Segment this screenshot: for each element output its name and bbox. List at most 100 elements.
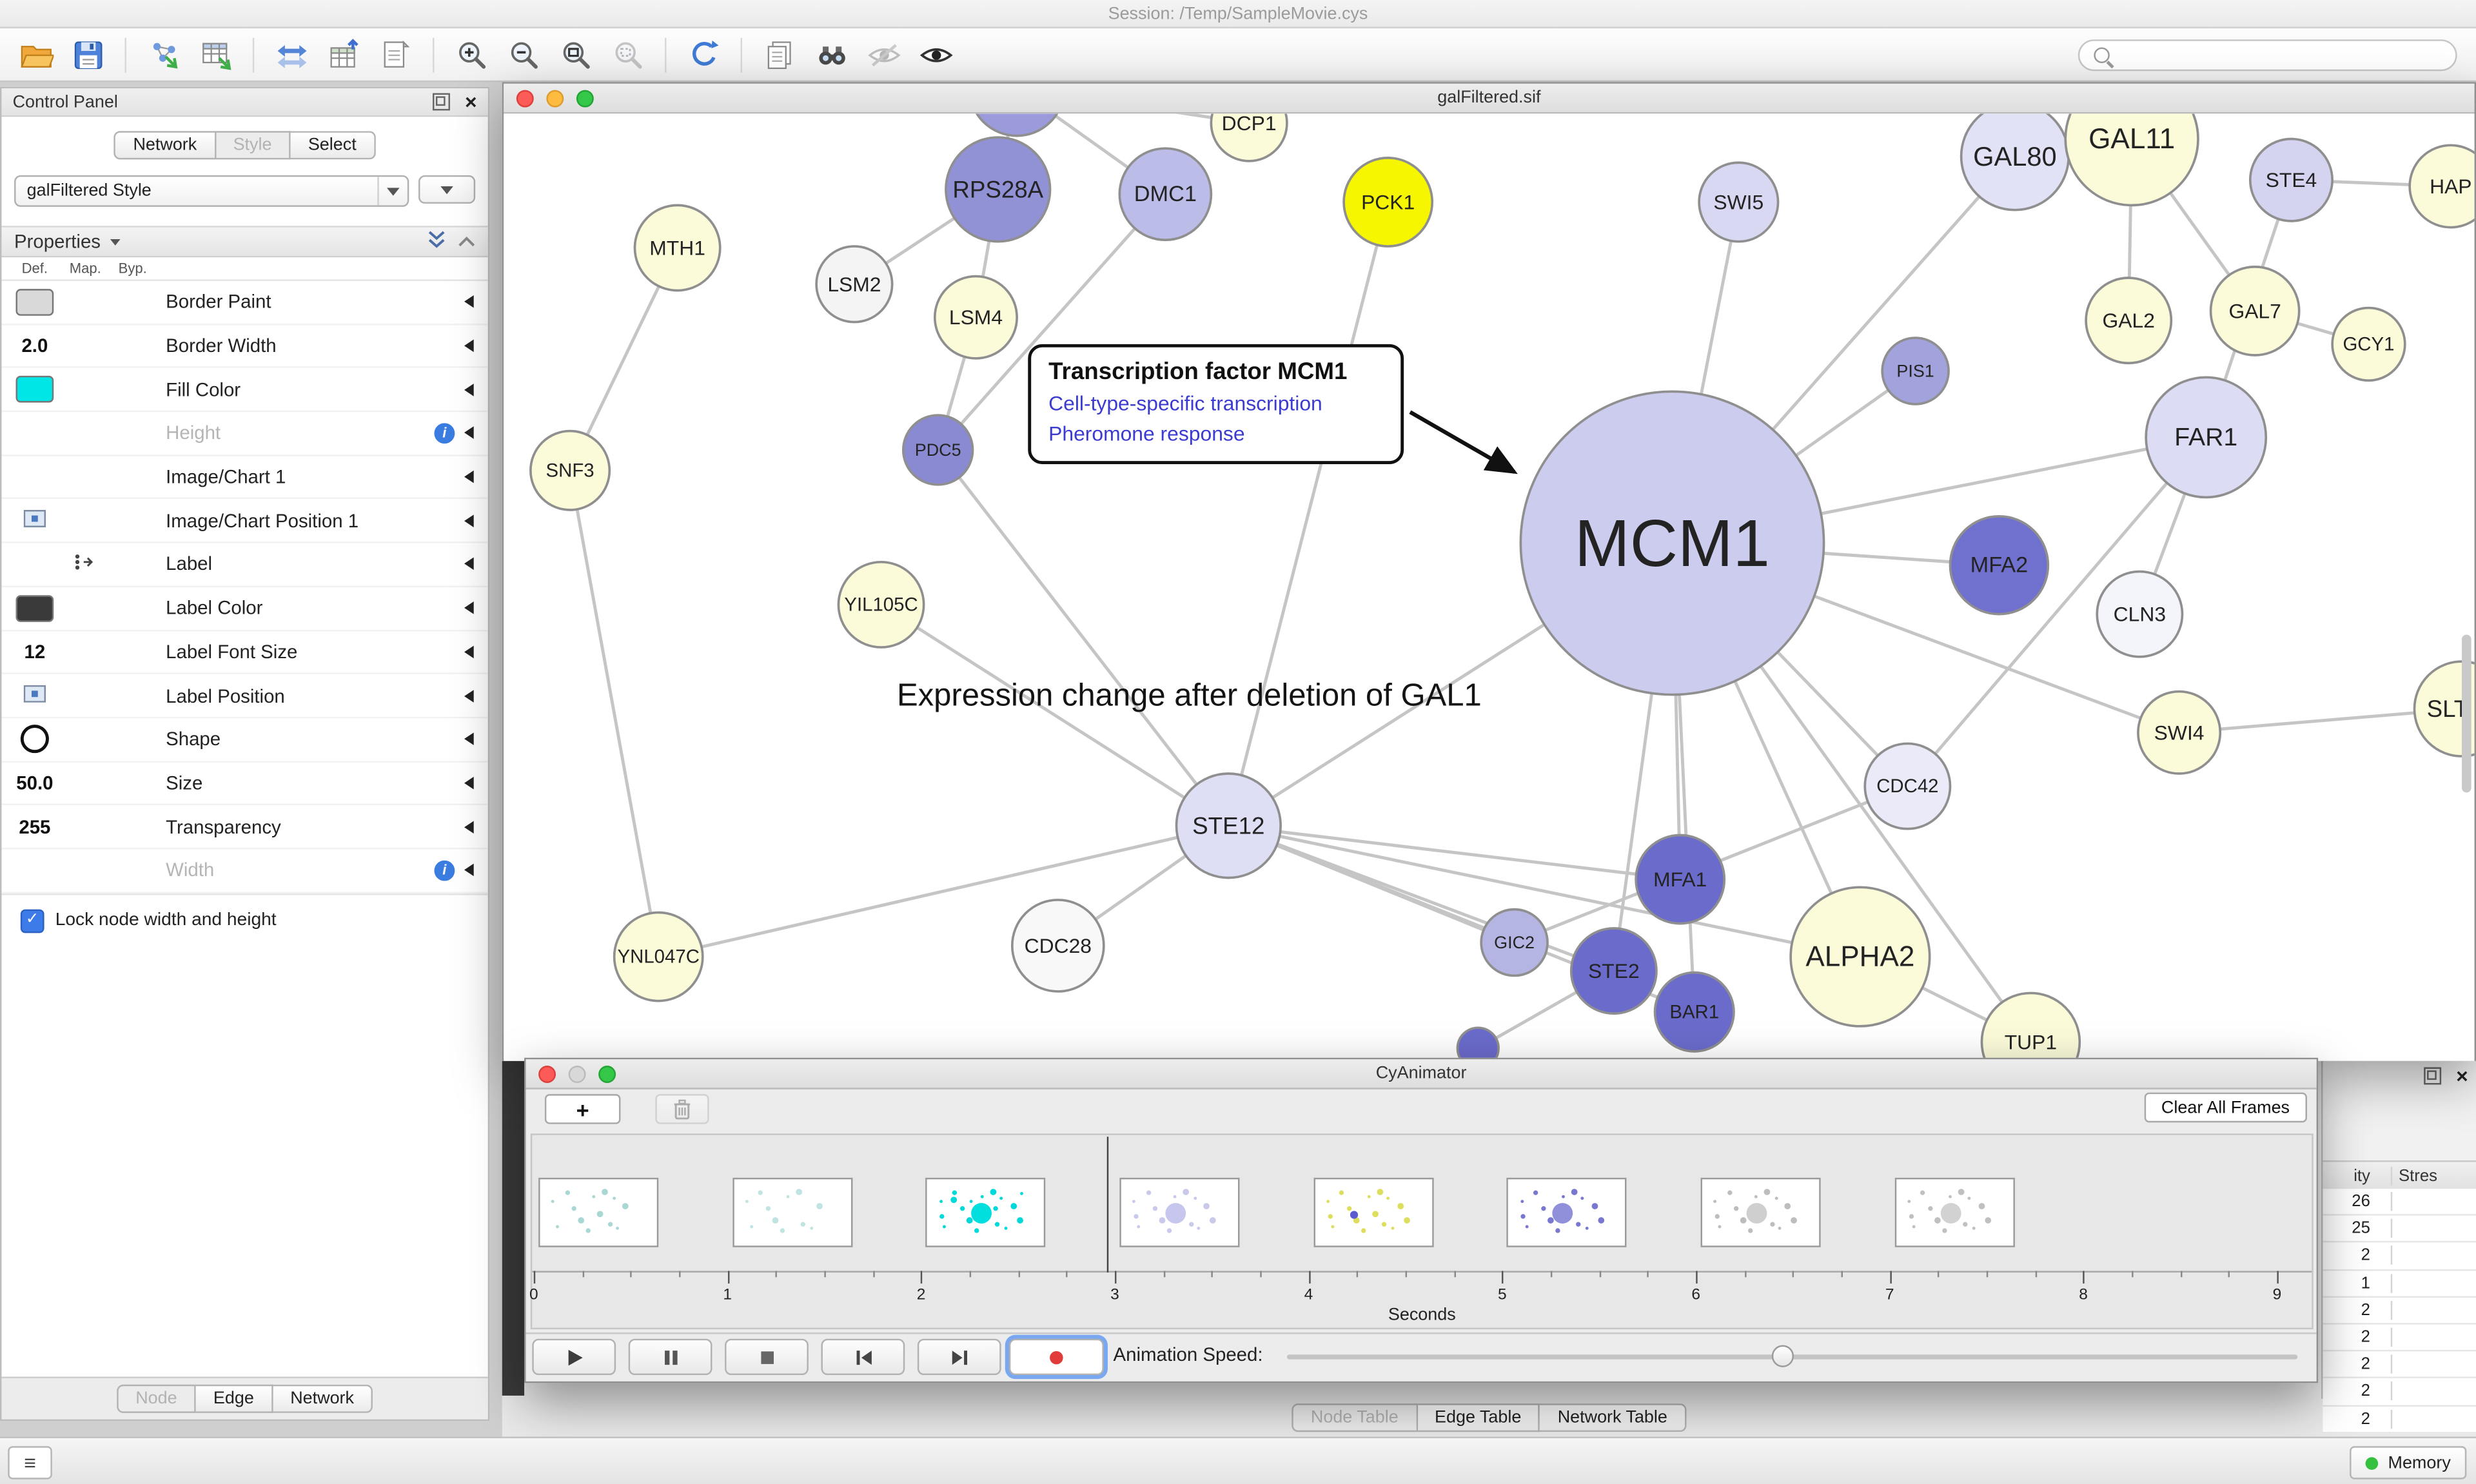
property-row-fill-color[interactable]: Fill Color [1,369,488,413]
network-edge[interactable] [1017,113,1250,125]
tab-network[interactable]: Network [273,1384,373,1413]
property-row-label-position[interactable]: Label Position [1,674,488,718]
network-node-ste4[interactable] [2248,137,2334,222]
table-row[interactable]: 25 [2323,1216,2476,1244]
zoom-selected-button[interactable] [606,33,649,75]
skip-forward-button[interactable] [917,1338,1001,1376]
info-icon[interactable]: i [434,423,455,444]
frame-thumbnail-5[interactable] [1507,1177,1627,1247]
network-node-mfa1[interactable] [1635,834,1726,925]
table-row[interactable]: 26 [2323,1189,2476,1216]
clear-all-frames-button[interactable]: Clear All Frames [2143,1092,2307,1123]
default-value[interactable]: 255 [19,815,51,838]
network-edge[interactable] [568,470,660,957]
annotation-link[interactable]: Pheromone response [1048,421,1245,445]
expand-arrow-icon[interactable] [464,864,474,877]
network-node-pck1[interactable] [1342,157,1434,248]
export-network-button[interactable] [270,33,313,75]
float-panel-icon[interactable] [433,93,451,111]
expand-arrow-icon[interactable] [464,601,474,615]
color-swatch[interactable] [15,594,54,622]
export-image-button[interactable] [374,33,417,75]
tab-node[interactable]: Node [116,1384,196,1413]
shape-icon[interactable] [20,725,49,754]
network-node-cdc42[interactable] [1863,742,1952,830]
lock-size-row[interactable]: ✓ Lock node width and height [20,908,488,933]
lock-checkbox[interactable]: ✓ [20,908,44,933]
export-table-button[interactable] [322,33,365,75]
network-node-mcm1[interactable] [1519,390,1825,696]
network-node-yil105c[interactable] [837,561,925,649]
import-table-button[interactable] [194,33,237,75]
network-node-lsm4[interactable] [933,275,1018,360]
network-node-far1[interactable] [2145,376,2268,499]
mapping-icon[interactable] [73,552,98,576]
expand-arrow-icon[interactable] [464,645,474,658]
expand-arrow-icon[interactable] [464,471,474,483]
frame-thumbnail-1[interactable] [732,1177,852,1247]
float-panel-icon[interactable] [2424,1067,2442,1085]
property-row-label[interactable]: Label [1,543,488,587]
network-node-gcy1[interactable] [2331,306,2406,382]
default-value[interactable]: 2.0 [21,335,48,357]
play-button[interactable] [532,1338,616,1376]
expand-all-icon[interactable] [428,229,446,253]
network-edge[interactable] [1228,824,1681,881]
network-node-gal7[interactable] [2209,266,2301,356]
record-button[interactable] [1008,1338,1104,1376]
frame-thumbnail-0[interactable] [538,1177,659,1247]
color-swatch[interactable] [15,376,54,404]
network-edge[interactable] [1906,436,2208,788]
expand-arrow-icon[interactable] [464,732,474,746]
add-frame-button[interactable]: + [544,1094,621,1124]
table-row[interactable]: 2 [2323,1324,2476,1352]
column-header[interactable]: Stres [2399,1166,2438,1185]
network-node-mfa2[interactable] [1949,514,2050,616]
slider-handle[interactable] [1771,1345,1794,1367]
network-node-ynl047c[interactable] [613,911,704,1002]
style-dropdown[interactable]: galFiltered Style [14,175,409,207]
frame-thumbnail-4[interactable] [1313,1177,1433,1247]
zoom-out-button[interactable] [502,33,545,75]
show-all-button[interactable] [914,33,957,75]
network-node-cln3[interactable] [2096,570,2184,658]
network-node-mth1[interactable] [633,204,722,292]
cyanimator-titlebar[interactable]: CyAnimator [526,1059,2317,1089]
table-row[interactable]: 2 [2323,1297,2476,1325]
network-node-lsm2[interactable] [815,245,894,324]
property-row-label-color[interactable]: Label Color [1,587,488,631]
tab-network-table[interactable]: Network Table [1540,1403,1687,1432]
close-window-icon[interactable] [516,90,534,108]
network-node-nodeb[interactable] [1456,1026,1500,1061]
search-box[interactable] [2078,39,2457,72]
copy-button[interactable] [758,33,801,75]
network-window-titlebar[interactable]: galFiltered.sif [504,83,2475,114]
position-icon[interactable] [23,684,46,707]
collapse-all-icon[interactable] [458,231,475,253]
network-node-gal11[interactable] [2064,113,2199,207]
search-network-button[interactable] [810,33,852,75]
network-node-rps28b[interactable] [970,113,1065,137]
expand-arrow-icon[interactable] [464,820,474,834]
style-options-button[interactable] [418,175,476,204]
column-header[interactable]: ity [2323,1166,2393,1185]
pause-button[interactable] [628,1338,712,1376]
property-row-shape[interactable]: Shape [1,718,488,762]
network-node-swi5[interactable] [1698,161,1780,243]
network-edge[interactable] [1228,824,1861,959]
annotation-arrow[interactable] [1409,410,1518,474]
network-node-tup1[interactable] [1980,991,2081,1061]
default-value[interactable]: 50.0 [16,772,54,794]
memory-button[interactable]: Memory [2350,1446,2467,1479]
zoom-window-icon[interactable] [576,90,594,108]
network-node-snf3[interactable] [529,429,611,511]
frame-thumbnail-3[interactable] [1119,1177,1240,1247]
expand-arrow-icon[interactable] [464,427,474,440]
